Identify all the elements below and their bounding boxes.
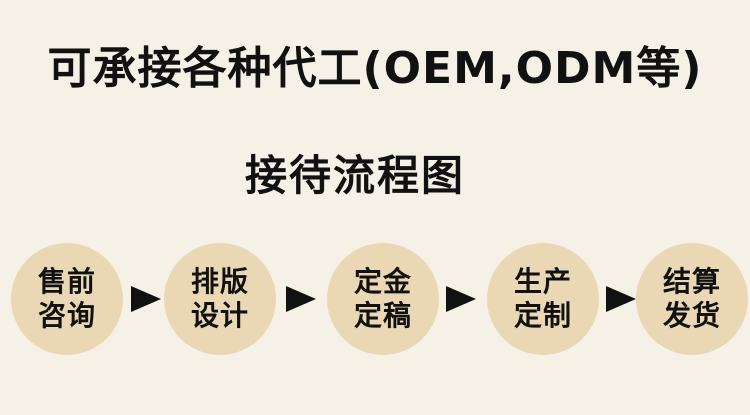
step-deposit: 定金 定稿 (327, 243, 439, 355)
step-label-line1: 售前 (37, 265, 96, 298)
right-arrow-icon (606, 286, 636, 312)
step-consultation: 售前 咨询 (11, 243, 123, 355)
step-label-line2: 定稿 (353, 299, 412, 332)
step-production: 生产 定制 (487, 243, 599, 355)
step-label-line2: 定制 (513, 299, 572, 332)
right-arrow-icon (131, 286, 161, 312)
headline: 可承接各种代工(OEM,ODM等) (47, 43, 703, 94)
right-arrow-icon (286, 286, 316, 312)
step-label-line1: 结算 (662, 265, 721, 298)
step-label-line1: 定金 (353, 265, 412, 298)
step-design: 排版 设计 (164, 243, 276, 355)
step-label-line2: 咨询 (37, 299, 96, 332)
right-arrow-icon (446, 286, 476, 312)
step-settlement: 结算 发货 (636, 243, 748, 355)
step-label-line1: 生产 (513, 265, 572, 298)
step-label-line2: 发货 (662, 299, 721, 332)
step-label-line2: 设计 (190, 299, 249, 332)
step-label-line1: 排版 (190, 265, 249, 298)
flowchart-title: 接待流程图 (245, 151, 466, 200)
